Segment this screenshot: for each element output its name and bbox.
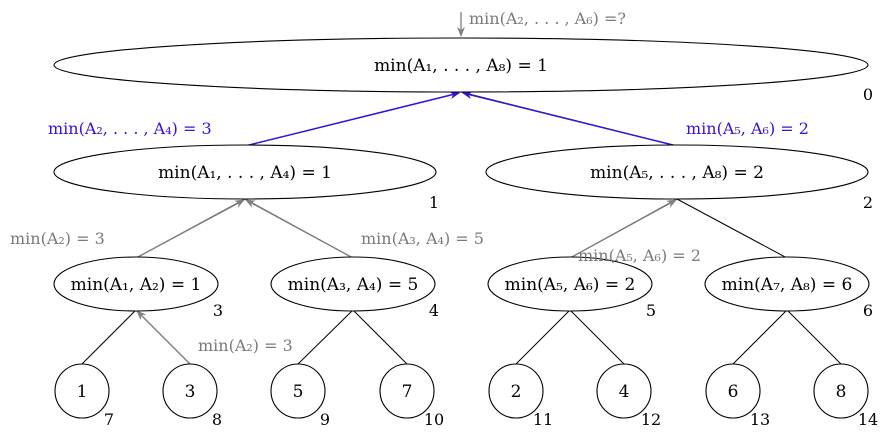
edge-10-to-4 — [352, 309, 408, 365]
query-annotations: min(A₂, . . . , A₄) = 3 min(A₅, A₆) = 2 … — [10, 119, 809, 355]
node-shape — [162, 363, 218, 419]
node-label: 4 — [619, 382, 630, 402]
node-label: min(A₅, . . . , A₈) = 2 — [590, 163, 764, 183]
annotation-n3-to-n1: min(A₂) = 3 — [10, 229, 105, 248]
annotation-right-to-root: min(A₅, A₆) = 2 — [686, 119, 809, 138]
node-7: 1 7 — [54, 363, 114, 429]
node-shape — [705, 363, 761, 419]
node-label: 1 — [77, 382, 88, 402]
node-9: 5 9 — [270, 363, 330, 429]
node-index: 11 — [533, 410, 553, 429]
node-shape — [270, 256, 436, 312]
node-shape — [813, 363, 869, 419]
query-edge-1-to-0 — [244, 91, 460, 147]
node-index: 4 — [429, 301, 439, 320]
edge-13-to-6 — [732, 309, 788, 365]
node-label: 8 — [836, 382, 847, 402]
node-2: min(A₅, . . . , A₈) = 2 2 — [485, 144, 873, 212]
node-shape — [596, 363, 652, 419]
annotation-n5-to-n2: min(A₅, A₆) = 2 — [578, 246, 701, 265]
node-shape — [379, 363, 435, 419]
node-index: 10 — [424, 410, 444, 429]
node-label: min(A₅, A₆) = 2 — [505, 275, 636, 295]
edge-14-to-6 — [786, 309, 842, 365]
edge-9-to-4 — [297, 309, 354, 365]
node-12: 4 12 — [596, 363, 661, 429]
node-shape — [53, 256, 219, 312]
node-10: 7 10 — [379, 363, 444, 429]
tree-nodes: min(A₁, . . . , A₈) = 1 0 min(A₁, . . . … — [53, 37, 878, 429]
edge-6-to-2 — [676, 198, 788, 259]
node-label: 2 — [511, 382, 522, 402]
query-edge-5-to-2 — [569, 199, 677, 259]
node-13: 6 13 — [705, 363, 770, 429]
node-index: 5 — [646, 301, 656, 320]
node-label: min(A₁, . . . , A₄) = 1 — [158, 163, 332, 183]
node-label: 5 — [293, 382, 304, 402]
annotation-left-to-root: min(A₂, . . . , A₄) = 3 — [48, 119, 212, 138]
node-index: 14 — [858, 410, 878, 429]
query-edge-4-to-1 — [245, 199, 354, 259]
node-shape — [53, 37, 869, 93]
node-index: 6 — [863, 301, 873, 320]
edge-12-to-5 — [569, 309, 625, 365]
node-5: min(A₅, A₆) = 2 5 — [487, 256, 656, 320]
node-index: 8 — [212, 410, 222, 429]
node-shape — [487, 256, 653, 312]
node-0: min(A₁, . . . , A₈) = 1 0 — [53, 37, 873, 104]
node-shape — [488, 363, 544, 419]
node-6: min(A₇, A₈) = 6 6 — [704, 256, 873, 320]
node-shape — [704, 256, 870, 312]
query-edge-3-to-1 — [135, 199, 245, 259]
node-index: 2 — [863, 193, 873, 212]
node-shape — [485, 144, 869, 200]
node-11: 2 11 — [488, 363, 553, 429]
node-label: 6 — [728, 382, 739, 402]
node-label: min(A₁, . . . , A₈) = 1 — [374, 56, 548, 76]
node-label: min(A₇, A₈) = 6 — [722, 275, 853, 295]
node-3: min(A₁, A₂) = 1 3 — [53, 256, 223, 320]
node-index: 0 — [863, 85, 873, 104]
node-label: min(A₃, A₄) = 5 — [288, 275, 419, 295]
node-shape — [270, 363, 326, 419]
edge-7-to-3 — [81, 309, 137, 365]
annotation-leaf-to-n3: min(A₂) = 3 — [198, 336, 293, 355]
node-1: min(A₁, . . . , A₄) = 1 1 — [53, 144, 439, 212]
node-shape — [54, 363, 110, 419]
node-index: 7 — [104, 410, 114, 429]
query-edge-2-to-0 — [462, 91, 678, 147]
node-4: min(A₃, A₄) = 5 4 — [270, 256, 439, 320]
query-edge-8-to-3 — [136, 310, 191, 365]
node-index: 3 — [213, 301, 223, 320]
node-index: 13 — [750, 410, 770, 429]
query-path-edges — [135, 91, 678, 365]
node-8: 3 8 — [162, 363, 222, 429]
node-index: 12 — [641, 410, 661, 429]
node-label: 3 — [185, 382, 196, 402]
node-label: 7 — [402, 382, 413, 402]
node-14: 8 14 — [813, 363, 878, 429]
node-shape — [53, 144, 437, 200]
annotation-n4-to-n1: min(A₃, A₄) = 5 — [361, 229, 484, 248]
node-label: min(A₁, A₂) = 1 — [71, 275, 202, 295]
edge-11-to-5 — [515, 309, 571, 365]
query-label: min(A₂, . . . , A₆) =? — [469, 9, 626, 28]
node-index: 1 — [429, 193, 439, 212]
node-index: 9 — [320, 410, 330, 429]
